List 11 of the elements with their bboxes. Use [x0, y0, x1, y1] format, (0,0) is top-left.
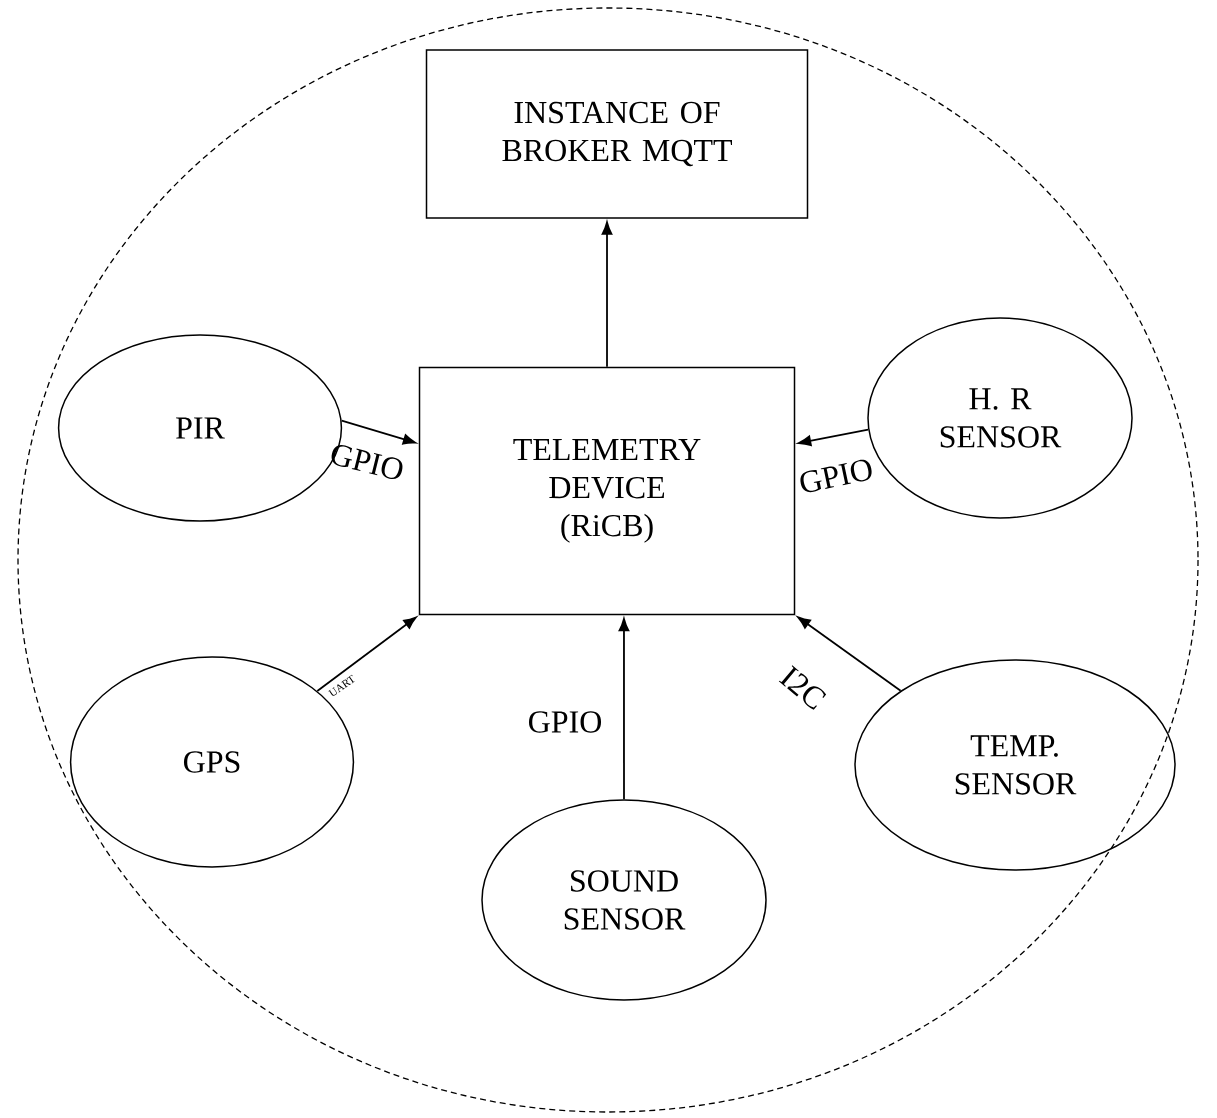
arrow — [798, 428, 870, 447]
arrow — [340, 419, 417, 445]
edge-label: I2C — [778, 665, 827, 710]
device-box: TELEMETRY DEVICE (RiCB) — [418, 366, 796, 616]
edge-label: GPIO — [529, 711, 601, 733]
broker-box: INSTANCE OF BROKER MQTT — [425, 49, 809, 219]
arrow — [316, 616, 417, 692]
arrow — [797, 616, 902, 692]
edge-label: GPIO — [331, 444, 403, 480]
arrow — [618, 618, 630, 801]
arrow — [601, 221, 613, 368]
